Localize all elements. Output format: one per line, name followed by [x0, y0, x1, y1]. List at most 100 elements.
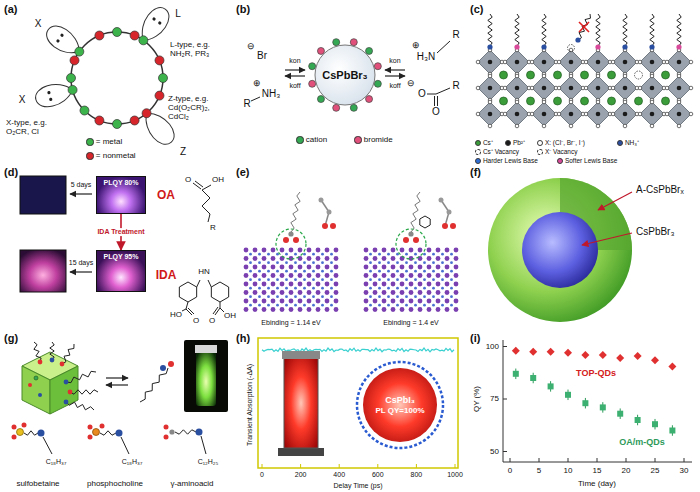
- pbx6-octahedron: [613, 76, 637, 100]
- lattice-atom: [373, 265, 378, 270]
- lattice-atom: [436, 273, 441, 278]
- lattice-atom: [267, 278, 270, 281]
- oxygen-atom: [88, 435, 93, 440]
- lattice-atom: [427, 290, 432, 295]
- lattice-atom: [285, 304, 288, 307]
- lattice-atom: [271, 299, 276, 304]
- lattice-atom: [285, 270, 288, 273]
- lattice-atom: [289, 273, 294, 278]
- lattice-atom: [325, 299, 330, 304]
- halide-ion: [476, 86, 480, 90]
- ligand-head: [64, 380, 69, 385]
- lattice-atom: [321, 270, 324, 273]
- lattice-atom: [427, 265, 432, 270]
- oxygen-atom: [403, 237, 409, 243]
- halide-ion: [689, 112, 693, 116]
- lattice-atom: [276, 270, 279, 273]
- surface-ion: [333, 39, 340, 46]
- bond: [208, 280, 211, 287]
- blocked-mark: [579, 22, 589, 32]
- lattice-atom: [280, 282, 285, 287]
- lattice-atom: [289, 248, 294, 253]
- lattice-atom: [334, 248, 339, 253]
- alkyl-chain-label: C₁₈H₃₇: [122, 458, 143, 466]
- lattice-atom: [267, 287, 270, 290]
- lattice-atom: [271, 265, 276, 270]
- lead-ion: [677, 112, 682, 117]
- cs-vacancy: [635, 71, 643, 79]
- lattice-atom: [373, 256, 378, 261]
- ligand-head: [676, 44, 681, 49]
- lattice-atom: [316, 282, 321, 287]
- lattice-atom: [414, 261, 417, 264]
- lattice-atom: [307, 299, 312, 304]
- lattice-atom: [387, 270, 390, 273]
- tick-mark: [655, 458, 656, 462]
- lattice-atom: [289, 265, 294, 270]
- lattice-atom: [312, 295, 315, 298]
- lattice-atom: [369, 253, 372, 256]
- tick-mark: [539, 458, 540, 462]
- nitrogen-atom: [196, 429, 203, 436]
- tick-mark: [626, 458, 627, 462]
- lattice-atom: [262, 273, 267, 278]
- lattice-atom: [369, 261, 372, 264]
- lattice-atom: [414, 270, 417, 273]
- vial-photo: [20, 250, 66, 292]
- surface-ion: [317, 47, 324, 54]
- panel-label: (h): [236, 332, 250, 344]
- cesium-ion: [581, 97, 589, 105]
- halide-ion: [569, 124, 573, 128]
- pbx6-octahedron: [667, 76, 691, 100]
- lattice-atom: [316, 265, 321, 270]
- axis-title: Time (day): [578, 480, 616, 489]
- lattice-atom: [423, 261, 426, 264]
- lattice-atom: [445, 290, 450, 295]
- lead-ion: [596, 112, 601, 117]
- legend-swatch: [505, 140, 511, 146]
- lattice-atom: [334, 256, 339, 261]
- lattice-atom: [400, 299, 405, 304]
- pbx6-octahedron: [478, 50, 502, 74]
- lattice-atom: [369, 278, 372, 281]
- halide-ion: [665, 60, 669, 64]
- lattice-atom: [289, 282, 294, 287]
- data-point: [634, 352, 642, 360]
- lattice-atom: [414, 287, 417, 290]
- carbon-atom: [408, 231, 413, 236]
- vial-cap: [195, 345, 217, 353]
- halide-ion: [542, 74, 546, 78]
- tick-label: 1000: [447, 471, 463, 479]
- alkyl-chain: [62, 344, 74, 364]
- surface-ion: [350, 104, 357, 111]
- lattice-atom: [312, 270, 315, 273]
- ligand-head: [38, 360, 43, 365]
- alkyl-chain: [175, 430, 196, 434]
- lattice-atom: [382, 265, 387, 270]
- atom-label: HO: [170, 311, 182, 320]
- halide-ion: [665, 112, 669, 116]
- pbx6-octahedron: [532, 76, 556, 100]
- lead-ion: [542, 86, 547, 91]
- legend-text: Softer Lewis Base: [565, 157, 617, 164]
- lattice-atom: [249, 278, 252, 281]
- core-sphere: [522, 212, 598, 288]
- lattice-atom: [244, 307, 249, 312]
- bond: [201, 436, 206, 454]
- ligand-type-note: Z-type, e.g. Cd(O₂CR)₂, CdCl₂: [168, 95, 232, 122]
- lattice-atom: [445, 299, 450, 304]
- lattice-atom: [387, 287, 390, 290]
- oxygen-atom: [88, 425, 93, 430]
- data-point: [652, 421, 658, 427]
- lattice-atom: [382, 273, 387, 278]
- lattice-atom: [454, 307, 459, 312]
- lattice-atom: [373, 282, 378, 287]
- lattice-atom: [321, 304, 324, 307]
- chem-label: Br: [257, 50, 267, 61]
- tick-mark: [568, 458, 569, 462]
- surface-atom: [155, 91, 164, 100]
- lattice-atom: [303, 304, 306, 307]
- lattice-atom: [436, 265, 441, 270]
- charge-sign: ⊖: [247, 41, 255, 51]
- lattice-atom: [427, 273, 432, 278]
